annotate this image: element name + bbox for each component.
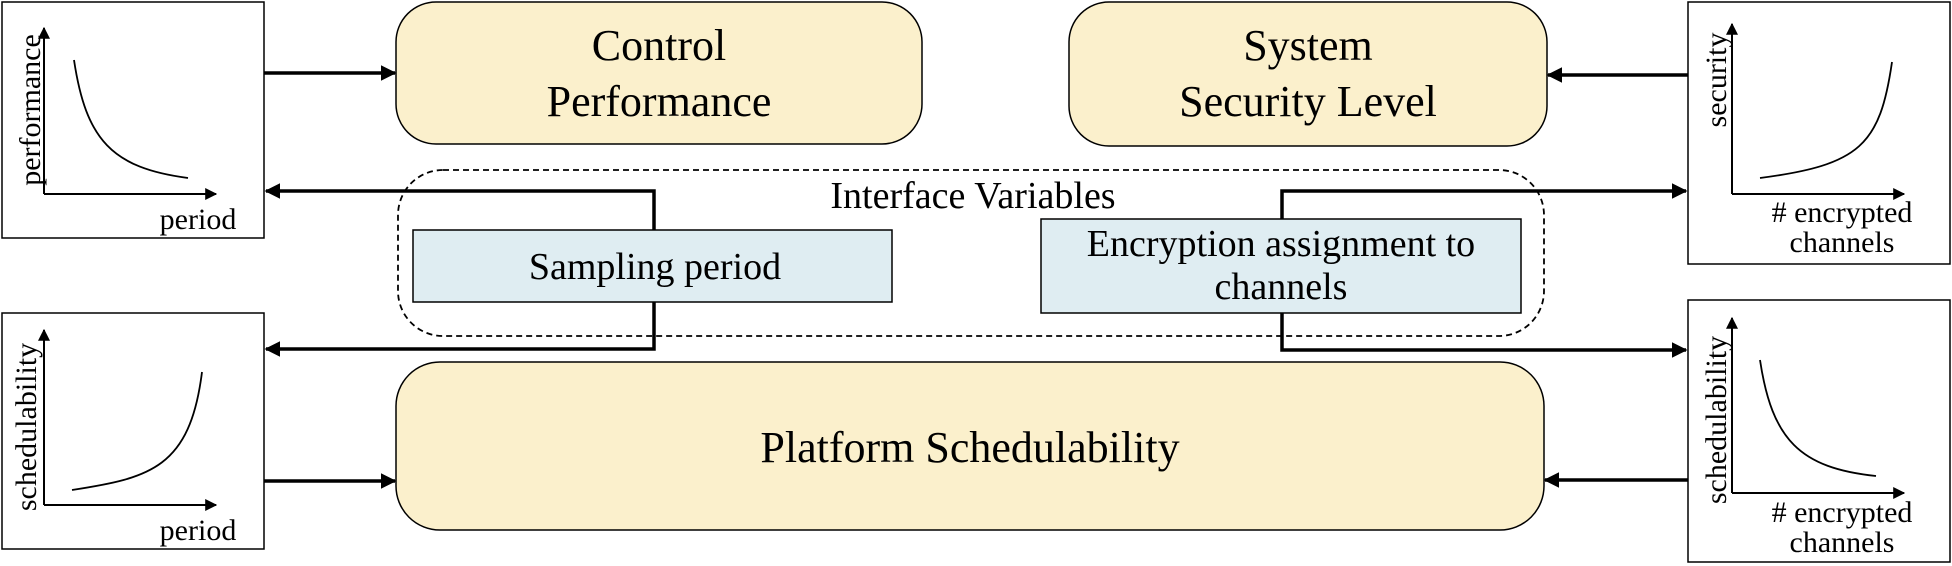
plot-curve [73, 59, 189, 179]
plot-performance-vs-period: performance period [1, 1, 265, 239]
plot-xlabel-line2: channels [1790, 526, 1895, 559]
security-level-line2: Security Level [1179, 77, 1437, 126]
plot-ylabel: performance [14, 34, 47, 186]
plot-xlabel: period [160, 203, 237, 236]
encryption-assignment-box: Encryption assignment to channels [1040, 218, 1522, 314]
plot-xlabel-line2: channels [1790, 226, 1895, 259]
plot-xlabel-line1: # encrypted [1772, 496, 1913, 529]
plot-xlabel: period [160, 514, 237, 547]
platform-schedulability-label: Platform Schedulability [760, 423, 1179, 472]
plot-curve [71, 371, 203, 491]
plot-security-vs-channels: security # encrypted channels [1687, 1, 1951, 265]
control-performance-line1: Control [592, 21, 726, 70]
sampling-period-label: Sampling period [529, 246, 781, 288]
plot-schedulability-vs-channels: schedulability # encrypted channels [1687, 299, 1951, 563]
arrow-sampling-to-perf-plot [264, 183, 656, 230]
arrow-sampling-to-sched-plot [264, 302, 656, 357]
arrow-encryption-to-security-plot [1280, 183, 1688, 219]
control-performance-line2: Performance [547, 77, 772, 126]
plot-ylabel: schedulability [1700, 336, 1733, 504]
security-level-line1: System [1243, 21, 1373, 70]
interface-variables-group: Interface Variables [397, 169, 1545, 337]
plot-xlabel-line1: # encrypted [1772, 196, 1913, 229]
security-level-block: System Security Level [1068, 1, 1548, 147]
interface-variables-label: Interface Variables [830, 175, 1115, 217]
plot-schedulability-vs-period: schedulability period [1, 312, 265, 550]
plot-curve [1759, 359, 1877, 477]
sampling-period-box: Sampling period [412, 229, 893, 303]
plot-curve [1759, 61, 1893, 179]
control-performance-block: Control Performance [395, 1, 923, 145]
platform-schedulability-block: Platform Schedulability [395, 361, 1545, 531]
plot-ylabel: schedulability [10, 343, 43, 511]
arrow-encryption-to-sched-plot [1280, 313, 1688, 358]
encryption-assignment-line2: channels [1215, 266, 1348, 308]
encryption-assignment-line1: Encryption assignment to [1087, 223, 1475, 265]
plot-ylabel: security [1700, 33, 1733, 128]
